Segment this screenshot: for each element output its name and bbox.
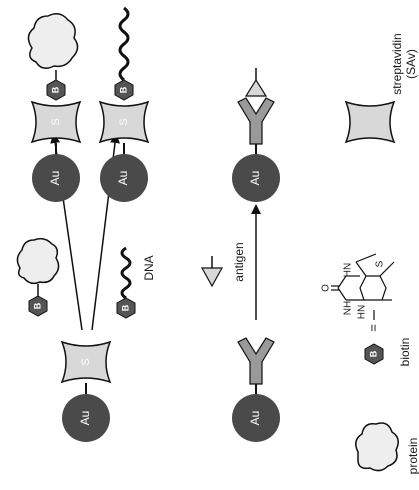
dna-strand-icon bbox=[118, 6, 130, 82]
gold-nanoparticle bbox=[232, 154, 280, 202]
sav-label: S bbox=[118, 118, 130, 125]
au-label: Au bbox=[78, 411, 92, 426]
biotinylated-dna-reagent: B DNA bbox=[116, 246, 156, 319]
antibody-au-conjugate: Au bbox=[232, 337, 280, 442]
biotin-structure bbox=[331, 253, 395, 320]
biotin-icon bbox=[364, 343, 384, 365]
top-left-au-sav-complex: Au S bbox=[60, 340, 112, 442]
protein-icon bbox=[27, 13, 79, 69]
streptavidin-label: streptavidin bbox=[390, 33, 404, 94]
biotin-b-label: B bbox=[368, 350, 378, 357]
sav-label: S bbox=[50, 118, 62, 125]
au-label: Au bbox=[48, 171, 62, 186]
antigen-icon bbox=[200, 267, 224, 288]
dna-strand-icon bbox=[120, 246, 132, 300]
protein-icon bbox=[355, 422, 399, 472]
product-antigen-complex: Au bbox=[232, 68, 280, 202]
biotin-b-label: B bbox=[118, 86, 128, 93]
antigen-label: antigen bbox=[232, 242, 246, 281]
biotin-icon bbox=[114, 79, 134, 101]
biotin-icon bbox=[116, 297, 136, 319]
streptavidin-icon bbox=[344, 100, 396, 144]
gold-nanoparticle bbox=[232, 394, 280, 442]
dna-label: DNA bbox=[142, 255, 156, 280]
biotin-icon bbox=[46, 79, 66, 101]
antibody-icon bbox=[237, 337, 275, 385]
sav-abbrev-label: (SAv) bbox=[404, 49, 418, 79]
gold-nanoparticle bbox=[100, 154, 148, 202]
protein-label: protein bbox=[406, 438, 419, 475]
chem-hn-bottom-label: HN bbox=[357, 305, 368, 319]
biotinylated-protein-reagent: B bbox=[16, 237, 60, 317]
biotin-icon bbox=[28, 295, 48, 317]
chem-o-label: O bbox=[321, 284, 332, 292]
chem-s-label: S bbox=[375, 260, 386, 267]
au-label: Au bbox=[248, 411, 262, 426]
streptavidin-icon bbox=[60, 340, 112, 384]
au-label: Au bbox=[116, 171, 130, 186]
chem-hn-top-label: HN bbox=[343, 263, 354, 277]
sav-label: S bbox=[80, 358, 92, 365]
legend-biotin: B = biotin O HN NH HN S bbox=[321, 253, 412, 367]
product-dna-conjugate: Au S B bbox=[98, 6, 150, 202]
chem-nh-label: NH bbox=[343, 301, 354, 315]
streptavidin-icon bbox=[98, 100, 150, 144]
equals-sign: = bbox=[365, 324, 380, 332]
au-label: Au bbox=[248, 171, 262, 186]
legend-streptavidin: streptavidin (SAv) bbox=[344, 33, 418, 144]
antigen-icon bbox=[244, 78, 268, 97]
protein-icon bbox=[16, 237, 60, 285]
biotin-b-label: B bbox=[32, 302, 42, 309]
product-protein-conjugate: Au S B bbox=[27, 13, 82, 202]
antigen-reagent: antigen bbox=[200, 242, 246, 288]
biotin-b-label: B bbox=[120, 304, 130, 311]
antibody-icon bbox=[237, 97, 275, 145]
streptavidin-icon bbox=[30, 100, 82, 144]
gold-nanoparticle bbox=[32, 154, 80, 202]
biotin-label: biotin bbox=[398, 338, 412, 367]
biotin-b-label: B bbox=[50, 86, 60, 93]
legend-protein: protein bbox=[355, 422, 419, 475]
gold-nanoparticle bbox=[62, 394, 110, 442]
